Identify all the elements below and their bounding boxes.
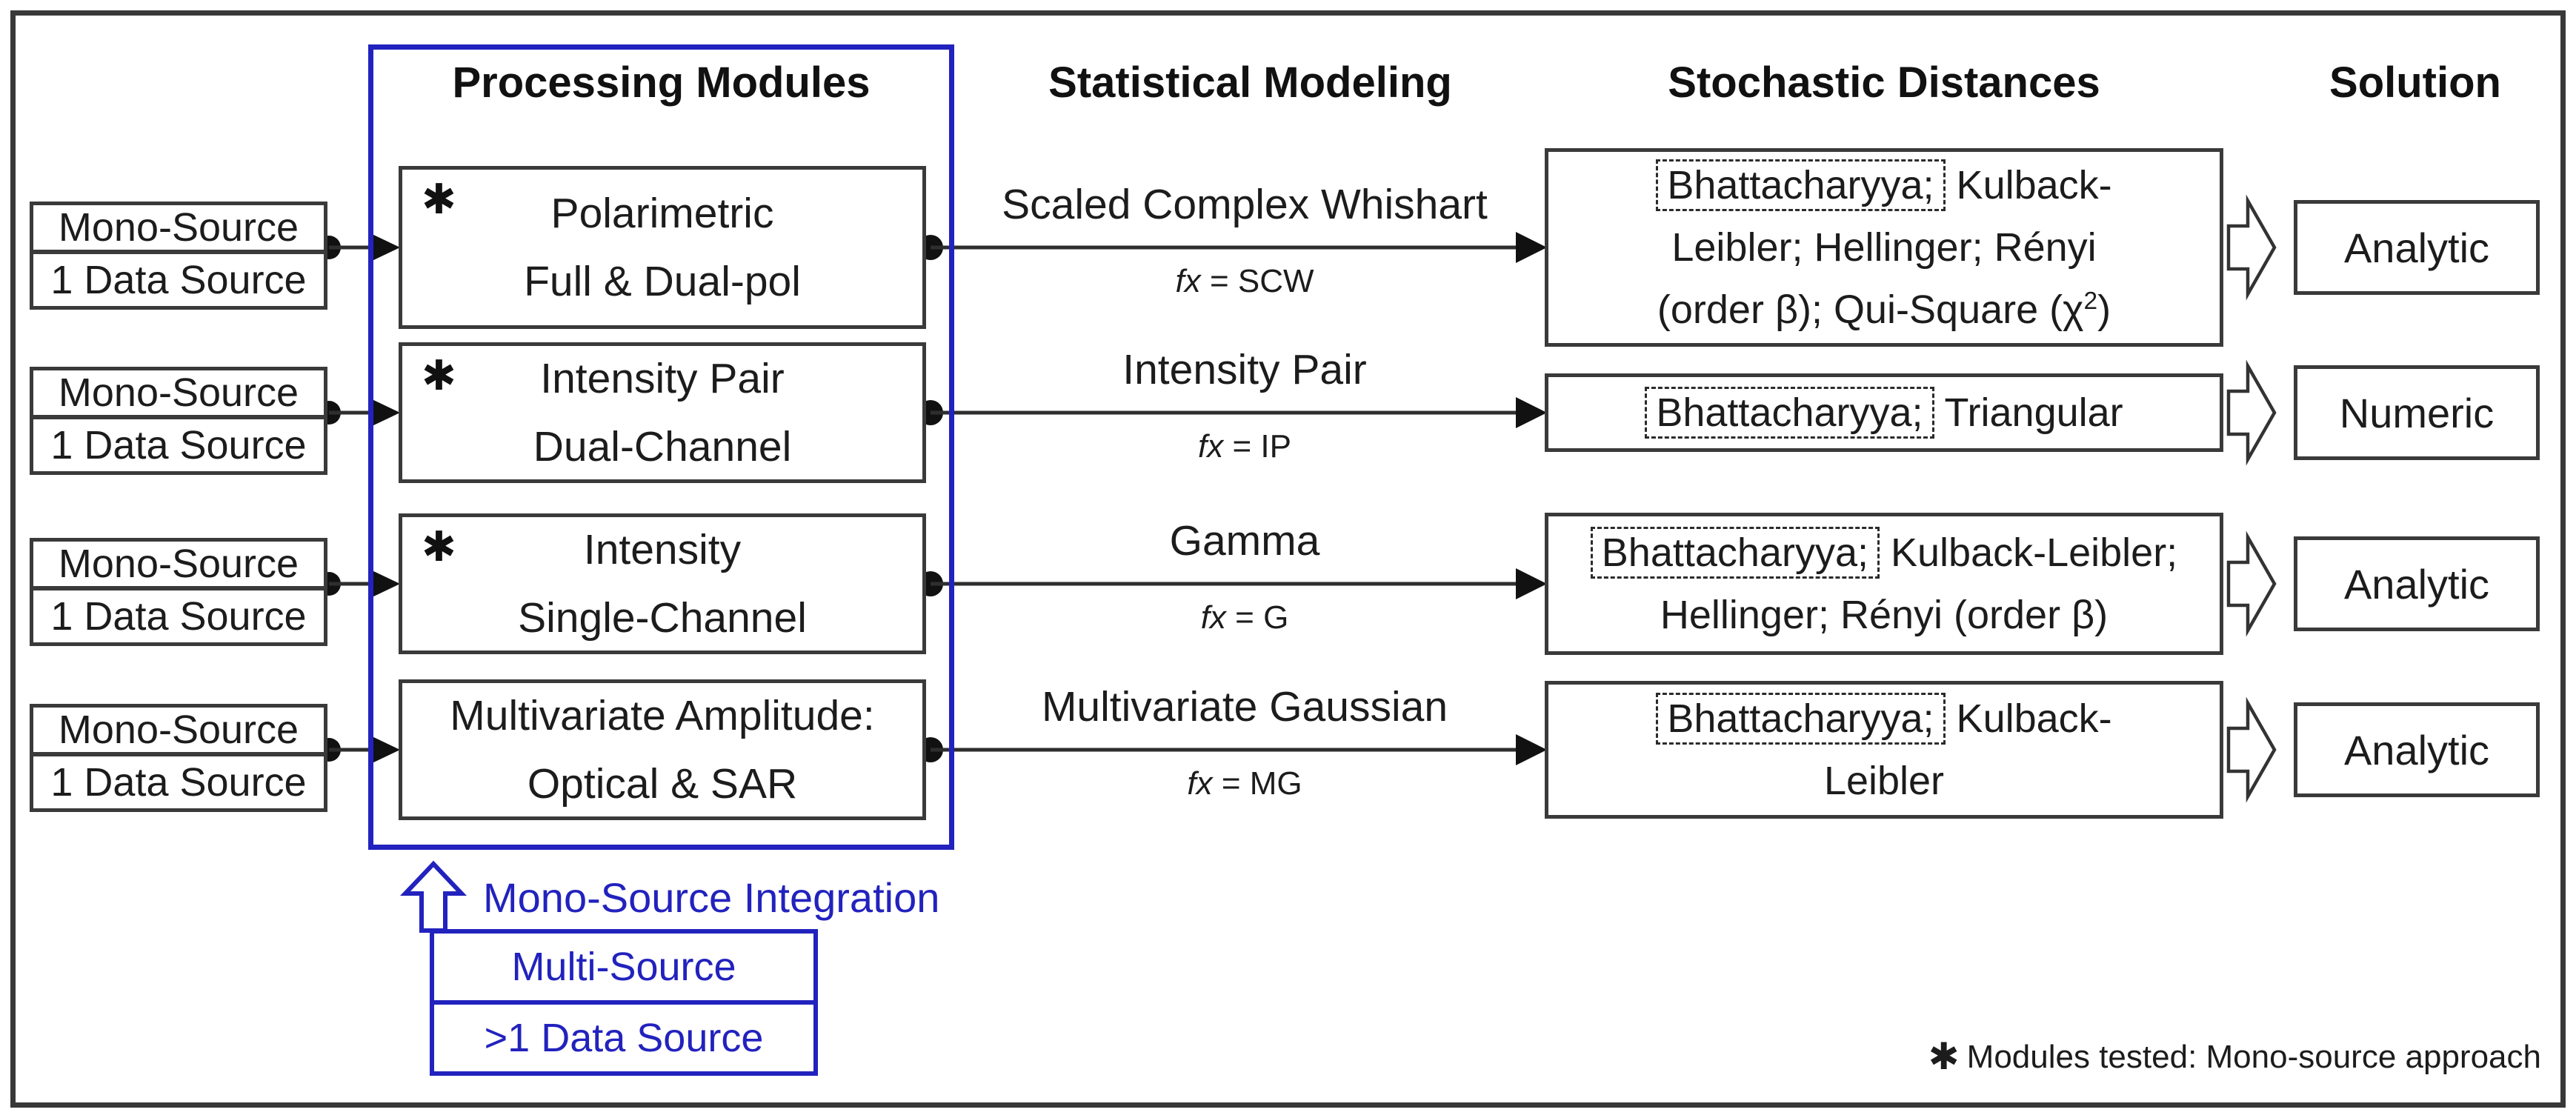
mono-source-label: Mono-Source (58, 370, 299, 415)
data-source-label: 1 Data Source (50, 760, 307, 805)
mono-source-label: Mono-Source (58, 542, 299, 586)
asterisk-icon: ✱ (1928, 1036, 1960, 1077)
fx-symbol: fx (1175, 263, 1201, 299)
module-line1: Intensity Pair (540, 354, 785, 402)
module-line2: Dual-Channel (533, 423, 792, 470)
distances-line2: Leibler (1823, 759, 1945, 803)
model-fx: fx = G (959, 597, 1530, 639)
module-intensity-single: ✱ Intensity Single-Channel (399, 513, 926, 654)
distances-line3: (order β); Qui-Square (χ2) (1657, 287, 2111, 333)
processing-modules-container (368, 44, 954, 850)
module-line2: Single-Channel (518, 594, 807, 642)
fx-symbol: fx (1200, 599, 1226, 636)
distances-line1: Bhattacharyya; Kulback-Leibler; (1590, 522, 2177, 584)
header-statistical-modeling: Statistical Modeling (1048, 59, 1452, 107)
divider (434, 1000, 813, 1005)
module-line1: Intensity (583, 525, 742, 573)
module-intensity-pair: ✱ Intensity Pair Dual-Channel (399, 342, 926, 483)
fx-value: = IP (1223, 428, 1291, 465)
mono-source-box: Mono-Source 1 Data Source (30, 367, 327, 475)
header-stochastic-distances: Stochastic Distances (1668, 59, 2100, 107)
mono-source-box: Mono-Source 1 Data Source (30, 202, 327, 310)
multi-data-source-label: >1 Data Source (484, 1016, 764, 1060)
footnote: ✱Modules tested: Mono-source approach (1630, 1034, 2541, 1079)
mono-source-box: Mono-Source 1 Data Source (30, 538, 327, 646)
mono-source-box: Mono-Source 1 Data Source (30, 704, 327, 812)
bhattacharyya-tag: Bhattacharyya; (1656, 692, 1946, 745)
model-name: Multivariate Gaussian (1041, 683, 1448, 731)
bhattacharyya-tag: Bhattacharyya; (1656, 159, 1946, 211)
bhattacharyya-tag: Bhattacharyya; (1645, 386, 1934, 439)
distances-line1: Bhattacharyya; Kulback- (1656, 154, 2112, 216)
fx-symbol: fx (1187, 765, 1213, 802)
distances-box: Bhattacharyya; Triangular (1545, 373, 2223, 452)
footnote-text: Modules tested: Mono-source approach (1966, 1039, 2541, 1075)
mono-source-label: Mono-Source (58, 708, 299, 752)
solution-box: Analytic (2294, 200, 2540, 295)
mono-source-label: Mono-Source (58, 205, 299, 250)
distances-line1: Bhattacharyya; Triangular (1645, 382, 2123, 444)
module-multivariate-amplitude: Multivariate Amplitude: Optical & SAR (399, 679, 926, 820)
chi-square-exponent: 2 (2083, 287, 2098, 316)
divider (33, 415, 324, 419)
fx-value: = MG (1212, 765, 1302, 802)
distances-line2: Leibler; Hellinger; Rényi (1671, 224, 2097, 270)
distances-box: Bhattacharyya; Kulback-Leibler; Hellinge… (1545, 513, 2223, 655)
distances-line1: Bhattacharyya; Kulback- (1656, 688, 2112, 750)
model-name: Gamma (1169, 517, 1320, 565)
fx-value: = SCW (1200, 263, 1314, 299)
model-fx: fx = MG (959, 763, 1530, 805)
data-source-label: 1 Data Source (50, 258, 307, 302)
divider (33, 752, 324, 756)
module-line1: Multivariate Amplitude: (450, 691, 875, 739)
divider (33, 586, 324, 590)
mono-source-integration-label: Mono-Source Integration (483, 874, 940, 921)
multi-source-box: Multi-Source >1 Data Source (430, 929, 818, 1076)
model-name: Scaled Complex Whishart (1002, 181, 1488, 228)
header-processing-modules: Processing Modules (452, 59, 871, 107)
header-solution: Solution (2329, 59, 2501, 107)
module-line2: Full & Dual-pol (524, 258, 801, 305)
solution-box: Analytic (2294, 702, 2540, 797)
module-line1: Polarimetric (550, 189, 774, 237)
distances-line2: Hellinger; Rényi (order β) (1660, 593, 2109, 637)
module-line2: Optical & SAR (527, 760, 798, 808)
bhattacharyya-tag: Bhattacharyya; (1590, 526, 1880, 579)
solution-box: Analytic (2294, 536, 2540, 631)
figure-border (10, 10, 2566, 1108)
fx-value: = G (1225, 599, 1289, 636)
data-source-label: 1 Data Source (50, 594, 307, 639)
divider (33, 250, 324, 254)
tested-asterisk-icon: ✱ (422, 523, 456, 570)
tested-asterisk-icon: ✱ (422, 176, 456, 222)
model-fx: fx = SCW (959, 261, 1530, 302)
module-polarimetric: ✱ Polarimetric Full & Dual-pol (399, 166, 926, 329)
model-fx: fx = IP (959, 426, 1530, 468)
tested-asterisk-icon: ✱ (422, 352, 456, 399)
multi-source-label: Multi-Source (511, 945, 736, 989)
data-source-label: 1 Data Source (50, 423, 307, 468)
model-name: Intensity Pair (1122, 346, 1367, 393)
fx-symbol: fx (1198, 428, 1224, 465)
distances-box: Bhattacharyya; Kulback- Leibler (1545, 681, 2223, 819)
distances-box: Bhattacharyya; Kulback- Leibler; Helling… (1545, 148, 2223, 347)
solution-box: Numeric (2294, 365, 2540, 460)
